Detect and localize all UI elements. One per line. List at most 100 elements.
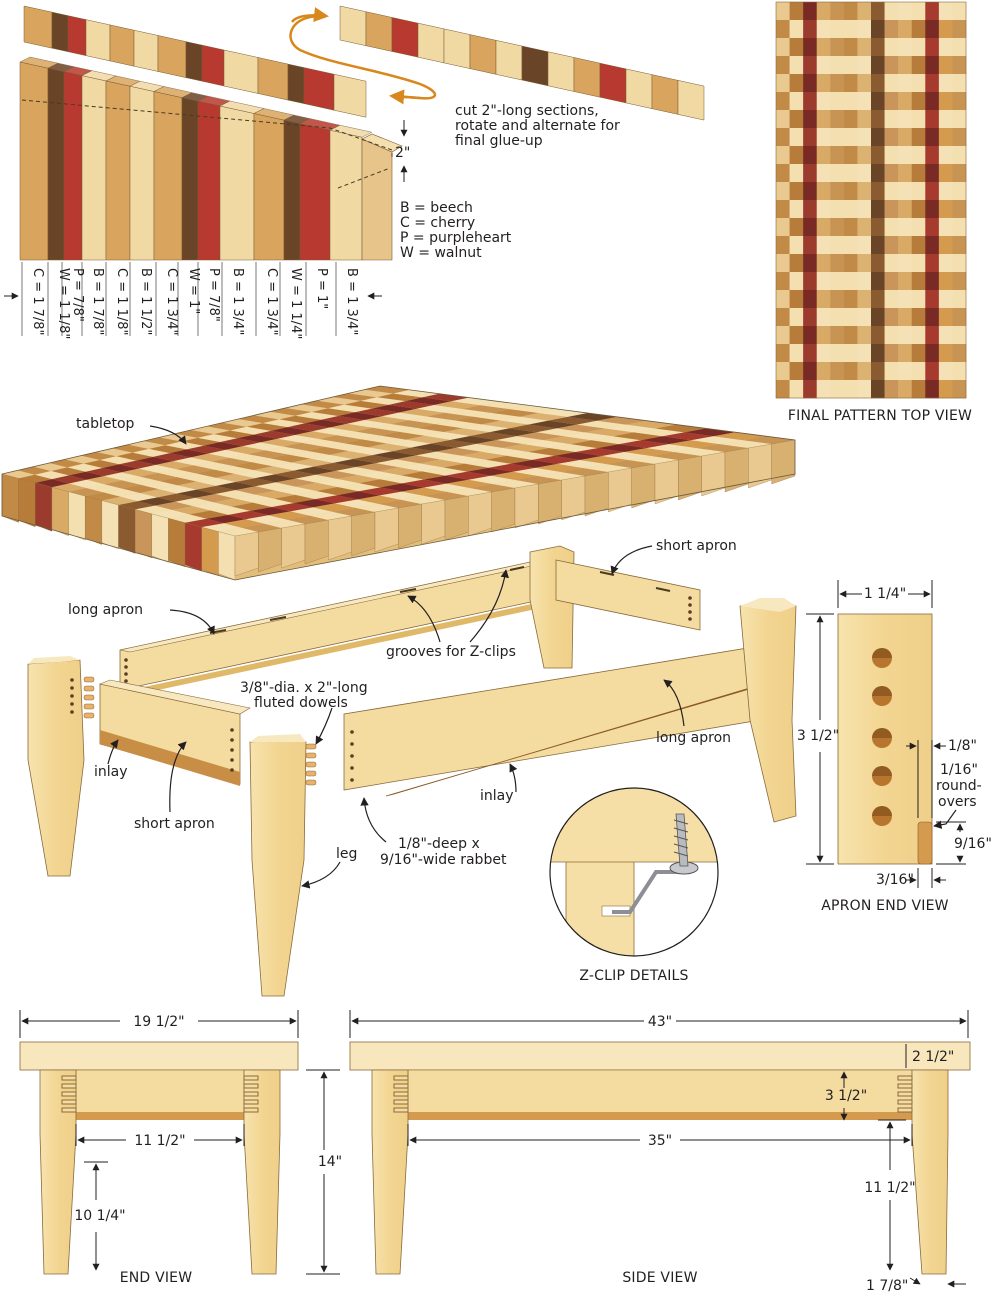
pattern-cell (843, 2, 858, 21)
tabletop-cell (271, 503, 313, 512)
pattern-cell (816, 344, 831, 363)
tabletop-cell (355, 503, 399, 512)
pattern-cell (776, 326, 790, 345)
pattern-cell (884, 236, 899, 255)
pattern-cell (843, 236, 858, 255)
tabletop-front-strip (101, 500, 119, 550)
tabletop-cell (223, 519, 264, 528)
pattern-cell (938, 236, 953, 255)
pattern-cell (911, 380, 926, 399)
tabletop-cell (69, 479, 105, 488)
legend-beech: B = beech (400, 200, 473, 216)
pattern-cell (938, 38, 953, 57)
tabletop-cell (317, 397, 361, 405)
pattern-cell (911, 38, 926, 57)
pattern-cell (952, 200, 967, 219)
pattern-cell (925, 200, 940, 219)
strip-front-end-top (361, 133, 403, 153)
pattern-cell (884, 272, 899, 291)
tabletop-cell (399, 463, 444, 472)
tabletop-cell (250, 507, 291, 516)
pattern-cell (776, 182, 790, 201)
strip-top-piece (329, 124, 373, 138)
apron-end-view: 1 1/4" 3 1/2" 1/8" 1/16" round- overs 9/… (797, 580, 992, 914)
strip-back-piece (67, 15, 87, 56)
pattern-cell (857, 20, 872, 39)
tabletop-cell (234, 470, 275, 479)
strip-glueup: cut 2"-long sections, rotate and alterna… (4, 5, 705, 339)
pattern-cell (911, 92, 926, 111)
tabletop-cell (443, 463, 489, 472)
pattern-cell (803, 326, 818, 345)
pattern-cell (789, 164, 804, 183)
tabletop-cell (203, 442, 244, 450)
pattern-cell (952, 20, 967, 39)
pattern-cell (952, 344, 967, 363)
pattern-cell (830, 326, 845, 345)
pattern-cell (938, 272, 953, 291)
tabletop-cell (528, 420, 577, 429)
tabletop-cell (214, 465, 254, 474)
tabletop-cell (263, 519, 305, 528)
pattern-cell (803, 362, 818, 381)
tabletop-cell (343, 439, 387, 448)
pattern-cell (884, 2, 899, 21)
pattern-cell (776, 164, 790, 183)
pattern-cell (816, 128, 831, 147)
front-leg (249, 737, 307, 997)
strip-cut-section (339, 5, 705, 121)
tabletop-cell (86, 484, 123, 493)
pattern-cell (911, 182, 926, 201)
pattern-cell (925, 20, 940, 39)
pattern-cell (843, 128, 858, 147)
tabletop-cell (396, 455, 441, 464)
strip-front-piece (253, 113, 285, 261)
strip-width-label: P = 1" (314, 268, 329, 309)
end-between-dim: 11 1/2" (134, 1133, 185, 1149)
pattern-cell (816, 254, 831, 273)
tabletop-cell (235, 478, 276, 487)
tabletop-cell (426, 412, 473, 421)
pattern-cell (925, 74, 940, 93)
pattern-cell (911, 290, 926, 309)
tabletop-cell (353, 455, 397, 464)
tabletop-cell (268, 511, 310, 520)
pattern-cell (789, 2, 804, 21)
tabletop-cell (401, 471, 446, 480)
tabletop-cell (86, 476, 123, 485)
final-pattern-caption: FINAL PATTERN TOP VIEW (788, 408, 972, 424)
pattern-cell (803, 290, 818, 309)
tabletop-cell (260, 438, 302, 447)
strip-front-piece (153, 91, 183, 261)
tabletop-cell (424, 432, 471, 440)
strip-width-label: W = 1 1/8" (56, 268, 71, 339)
tabletop-cell (624, 448, 675, 457)
zclip-caption: Z-CLIP DETAILS (579, 968, 688, 984)
pattern-cell (884, 74, 899, 93)
pattern-cell (857, 218, 872, 237)
tabletop-cell (392, 447, 437, 456)
pattern-cell (789, 110, 804, 129)
pattern-cell (843, 344, 858, 363)
tabletop-cell (496, 436, 544, 444)
tabletop-cell (235, 486, 276, 495)
strip-front-piece (47, 67, 65, 261)
tabletop-cell (674, 448, 725, 456)
tabletop-cell (424, 483, 470, 492)
tabletop-cell (222, 419, 264, 427)
tabletop-cell (464, 459, 511, 468)
pattern-cell (871, 92, 885, 111)
pattern-cell (789, 380, 804, 399)
tabletop-cell (315, 470, 359, 479)
tabletop-cell (357, 495, 401, 504)
tabletop-cell (116, 452, 154, 461)
cut-note-line3: final glue-up (455, 133, 543, 149)
tabletop-cell (263, 419, 305, 428)
tabletop-cell (254, 490, 296, 499)
pattern-cell (884, 326, 899, 345)
pattern-cell (925, 92, 940, 111)
strip-front-piece (219, 105, 255, 261)
pattern-cell (857, 2, 872, 21)
tabletop-cell (602, 452, 652, 460)
pattern-cell (952, 362, 967, 381)
